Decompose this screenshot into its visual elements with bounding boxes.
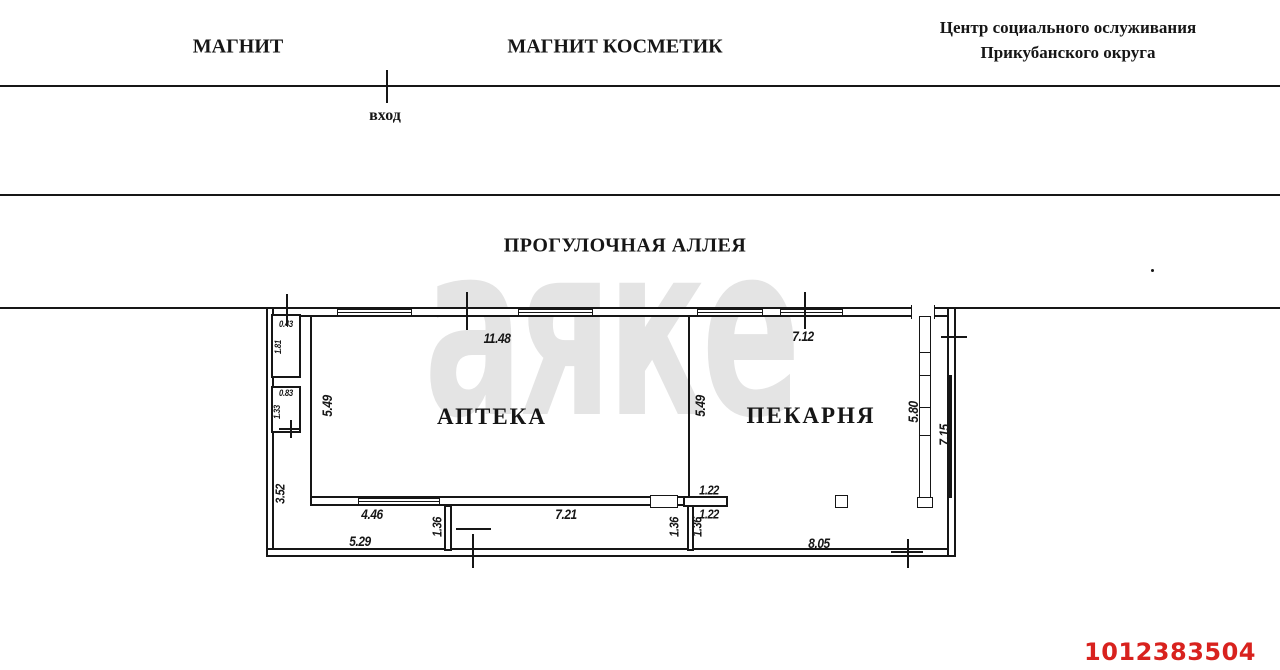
- dim-storage2-height: 1.33: [272, 405, 282, 419]
- store-label-magnit: МАГНИТ: [192, 35, 284, 58]
- entrance2-tick-h: [891, 551, 923, 553]
- dim-bakery-top: 7.12: [792, 328, 814, 344]
- dim-pharmacy-left: 5.49: [319, 395, 335, 417]
- right-wall-glazing: [949, 375, 952, 498]
- right-partition-seg-5: [919, 435, 931, 498]
- dim-hall-left-bottom: 5.29: [349, 533, 371, 549]
- right-partition-seg-2: [919, 352, 931, 377]
- dim-hall-left-right: 1.36: [429, 517, 445, 537]
- window-top-3: [697, 308, 763, 317]
- dim-storage2-width: 0.83: [279, 388, 293, 398]
- dim-bakery-inner-right: 5.80: [905, 401, 921, 423]
- dim-storage1-height: 1.81: [273, 340, 283, 354]
- dim-left-hall: 3.52: [272, 484, 288, 504]
- tick-pharmacy-top: [466, 292, 468, 330]
- room-label-bakery: ПЕКАРНЯ: [746, 403, 876, 428]
- agency-watermark: аяке: [424, 191, 801, 471]
- social-center-line1: Центр социального ослуживания: [939, 18, 1197, 37]
- alley-label: ПРОГУЛОЧНАЯ АЛЛЕЯ: [503, 234, 747, 257]
- pharmacy-room-outline: [310, 315, 690, 506]
- building-bottom-wall: [266, 548, 955, 557]
- entrance-label: вход: [369, 107, 401, 124]
- pharmacy-door-box: [650, 495, 678, 508]
- dim-nook-bottom: 1.22: [699, 506, 719, 522]
- store-label-magnit-kosmetik: МАГНИТ КОСМЕТИК: [507, 35, 723, 58]
- tick-right-wall: [941, 336, 967, 338]
- lower-middle-wall: [687, 505, 694, 551]
- alley-edge-left: [0, 307, 268, 309]
- entrance1-tick-h: [456, 528, 491, 530]
- street-line-top: [0, 85, 1280, 87]
- tick-bakery-top: [804, 292, 806, 329]
- social-center-label: Центр социального ослуживания Прикубанск…: [892, 15, 1244, 65]
- door-opening-top-right: [911, 305, 935, 319]
- social-center-line2: Прикубанского округа: [980, 43, 1156, 62]
- dim-storage1-width: 0.43: [279, 319, 293, 329]
- dim-hall-left-top: 4.46: [361, 506, 383, 522]
- dim-bakery-outer-right: 7.15: [936, 424, 952, 446]
- entrance-tick: [386, 70, 388, 103]
- entrance1-tick-v: [472, 534, 474, 568]
- dim-hall-right-top: 7.21: [555, 506, 577, 522]
- alley-edge-right: [953, 307, 1280, 309]
- bakery-column: [835, 495, 848, 508]
- pharmacy-bottom-wall-inner-line: [310, 496, 690, 498]
- dim-hall-right: 1.36: [666, 517, 682, 537]
- storage1-tick: [286, 294, 288, 326]
- pharmacy-bottom-window: [358, 497, 440, 506]
- listing-id: 1012383504: [1084, 638, 1256, 666]
- stray-dot: [1151, 269, 1154, 272]
- storage2-tick-v: [290, 420, 292, 438]
- room-label-pharmacy: АПТЕКА: [437, 404, 547, 429]
- storage-room-2: [271, 386, 301, 433]
- partition-stub: [683, 496, 728, 507]
- street-line-middle: [0, 194, 1280, 196]
- window-top-4: [780, 308, 843, 317]
- dim-nook-top: 1.22: [699, 482, 719, 498]
- hall-partition: [444, 505, 452, 551]
- right-partition-seg-1: [919, 316, 931, 354]
- dim-pharmacy-top: 11.48: [483, 330, 511, 346]
- dim-bakery-bottom: 8.05: [808, 535, 830, 551]
- right-partition-foot: [917, 497, 933, 508]
- entrance2-tick-v: [907, 539, 909, 568]
- dim-bakery-left: 5.49: [692, 395, 708, 417]
